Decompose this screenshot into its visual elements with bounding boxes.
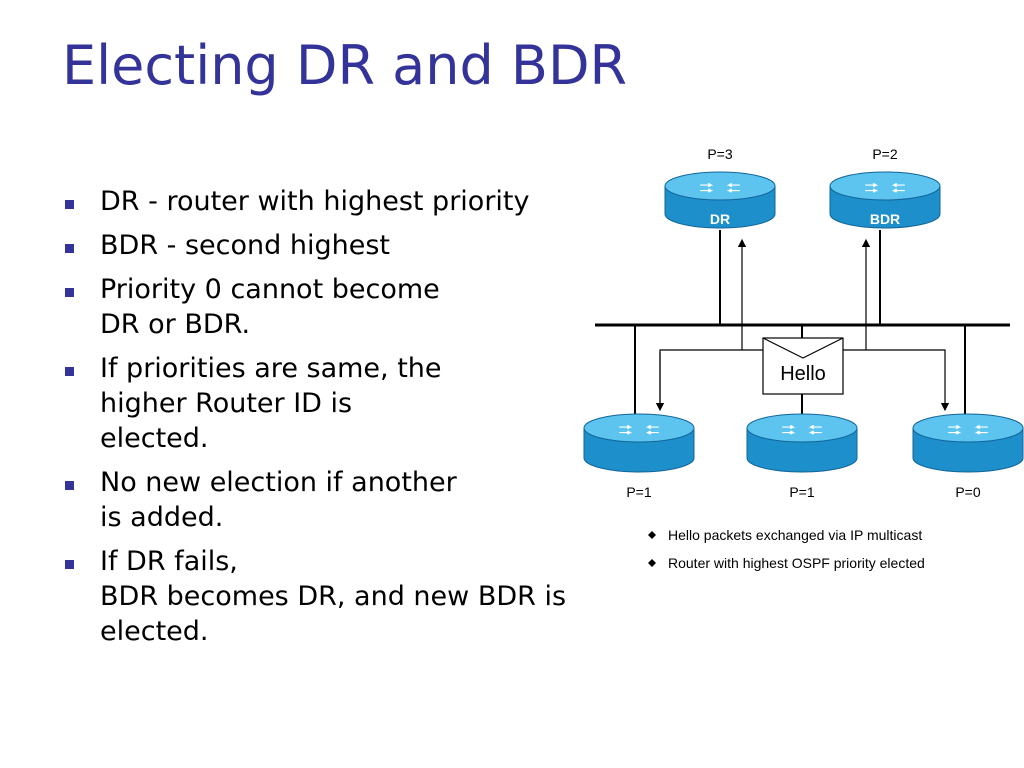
diamond-bullet-icon	[648, 559, 656, 567]
note-line: Hello packets exchanged via IP multicast	[668, 527, 922, 543]
router-dr-priority: P=3	[707, 146, 733, 162]
hello-packet-envelope: Hello	[762, 337, 844, 395]
bullet-item: If priorities are same, the higher Route…	[62, 351, 602, 456]
square-bullet-icon	[65, 481, 74, 490]
router-bdr-icon: BDR	[829, 171, 941, 229]
bullet-line: Priority 0 cannot become	[100, 274, 440, 305]
router-bdr-name: BDR	[870, 211, 900, 227]
router-dr-name: DR	[710, 211, 730, 227]
bullet-item: If DR fails, BDR becomes DR, and new BDR…	[62, 544, 602, 649]
square-bullet-icon	[65, 244, 74, 253]
router-icon	[746, 413, 858, 473]
bullet-line: BDR becomes DR, and new BDR is elected.	[100, 581, 567, 647]
note-line: Router with highest OSPF priority electe…	[668, 555, 925, 571]
square-bullet-icon	[65, 200, 74, 209]
diagram-notes: Hello packets exchanged via IP multicast…	[648, 527, 925, 571]
bullet-item: DR - router with highest priority	[62, 184, 602, 219]
bullet-list: DR - router with highest priority BDR - …	[62, 184, 602, 658]
bullet-line: If priorities are same, the	[100, 353, 442, 384]
bullet-item: Priority 0 cannot become DR or BDR.	[62, 272, 602, 342]
router-4-priority: P=1	[789, 484, 815, 500]
bullet-line: BDR - second highest	[100, 230, 390, 261]
bullet-line: If DR fails,	[100, 546, 238, 577]
router-icon	[583, 413, 695, 473]
bullet-line: is added.	[100, 502, 224, 533]
square-bullet-icon	[65, 288, 74, 297]
bullet-line: elected.	[100, 423, 209, 454]
bullet-line: No new election if another	[100, 467, 457, 498]
bullet-line: higher Router ID is	[100, 388, 353, 419]
slide-title: Electing DR and BDR	[62, 34, 628, 97]
diamond-bullet-icon	[648, 531, 656, 539]
square-bullet-icon	[65, 367, 74, 376]
router-3-priority: P=1	[626, 484, 652, 500]
bullet-item: BDR - second highest	[62, 228, 602, 263]
bullet-line: DR - router with highest priority	[100, 186, 530, 217]
router-icon	[912, 413, 1024, 473]
router-dr-icon: DR	[664, 171, 776, 229]
bullet-item: No new election if another is added.	[62, 465, 602, 535]
router-5-priority: P=0	[955, 484, 981, 500]
bullet-line: DR or BDR.	[100, 309, 251, 340]
hello-label: Hello	[780, 363, 826, 385]
router-bdr-priority: P=2	[872, 146, 898, 162]
square-bullet-icon	[65, 560, 74, 569]
ospf-election-diagram: Hello P=3 DR P=2 BDR P=1 P=1 P=0 Hello	[583, 146, 1024, 571]
